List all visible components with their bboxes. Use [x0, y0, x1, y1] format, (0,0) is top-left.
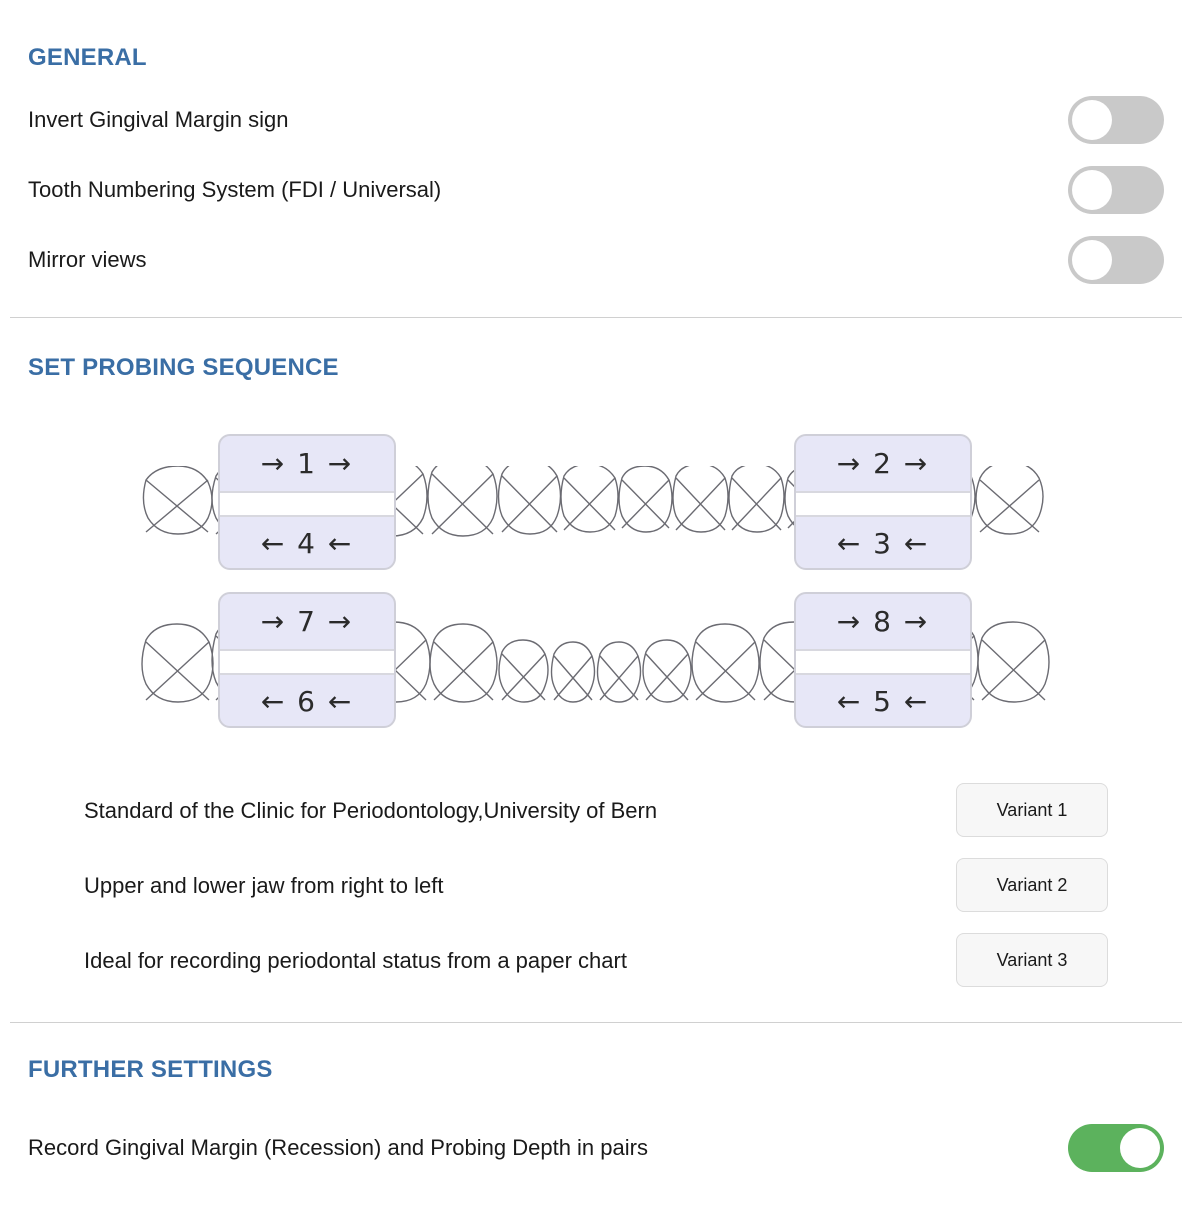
sequence-box-gap [220, 491, 394, 517]
toggle-knob [1072, 240, 1112, 280]
variant-3-button[interactable]: Variant 3 [956, 933, 1108, 987]
toggle-knob [1072, 100, 1112, 140]
variant-3-description: Ideal for recording periodontal status f… [84, 948, 627, 973]
sequence-label-5: ← 5 ← [836, 685, 930, 718]
variant-1-description: Standard of the Clinic for Periodontolog… [84, 798, 658, 823]
divider-general [10, 317, 1182, 318]
sequence-box-gap [796, 649, 970, 675]
label-tooth-numbering-system: Tooth Numbering System (FDI / Universal) [28, 177, 442, 202]
sequence-box-gap [220, 649, 394, 675]
label-invert-gingival-margin-sign: Invert Gingival Margin sign [28, 107, 289, 132]
sequence-box-upper-left[interactable] [218, 434, 396, 570]
toggle-mirror-views[interactable] [1068, 236, 1164, 284]
sequence-label-7: → 7 → [260, 605, 354, 638]
sequence-box-gap [796, 491, 970, 517]
toggle-record-gingival-margin-pairs[interactable] [1068, 1124, 1164, 1172]
label-mirror-views: Mirror views [28, 247, 147, 272]
sequence-label-4: ← 4 ← [260, 527, 354, 560]
sequence-label-1: → 1 → [260, 447, 354, 480]
toggle-knob [1072, 170, 1112, 210]
probing-section-title: SET PROBING SEQUENCE [28, 354, 339, 381]
variant-1-button[interactable]: Variant 1 [956, 783, 1108, 837]
sequence-box-upper-right[interactable] [794, 434, 972, 570]
general-section-title: GENERAL [28, 44, 147, 71]
toggle-invert-gingival-margin-sign[interactable] [1068, 96, 1164, 144]
divider-probing [10, 1022, 1182, 1023]
variant-2-button[interactable]: Variant 2 [956, 858, 1108, 912]
sequence-label-2: → 2 → [836, 447, 930, 480]
sequence-box-lower-left[interactable] [218, 592, 396, 728]
label-record-gingival-margin-pairs: Record Gingival Margin (Recession) and P… [28, 1135, 648, 1160]
sequence-label-8: → 8 → [836, 605, 930, 638]
toggle-tooth-numbering-system[interactable] [1068, 166, 1164, 214]
sequence-label-6: ← 6 ← [260, 685, 354, 718]
variant-2-description: Upper and lower jaw from right to left [84, 873, 444, 898]
toggle-knob [1120, 1128, 1160, 1168]
further-settings-section-title: FURTHER SETTINGS [28, 1056, 273, 1083]
sequence-label-3: ← 3 ← [836, 527, 930, 560]
sequence-box-lower-right[interactable] [794, 592, 972, 728]
